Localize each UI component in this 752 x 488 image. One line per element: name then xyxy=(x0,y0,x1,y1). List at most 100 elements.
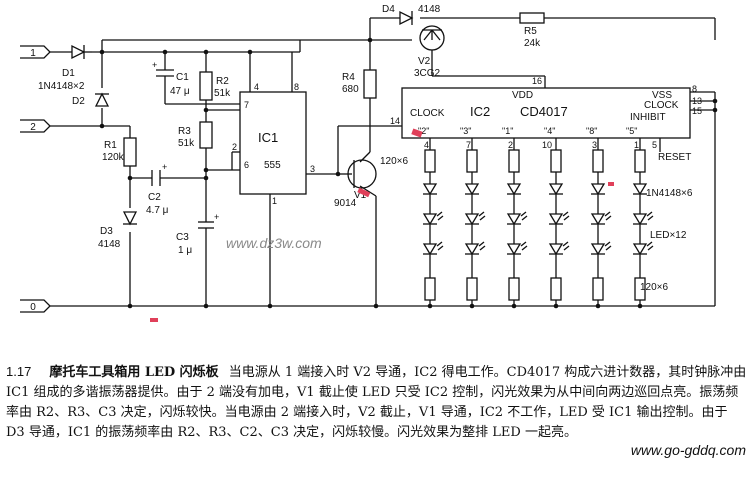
ic2-vss: VSS xyxy=(652,90,672,101)
series-diode xyxy=(506,183,522,196)
ic2-name: IC2 xyxy=(470,104,490,119)
resistor-r4 xyxy=(363,69,377,99)
d4-label: D4 xyxy=(382,4,395,15)
r4-label: R4 xyxy=(342,72,355,83)
ic2-out-3: "4" xyxy=(544,126,555,136)
led-resistor-bottom xyxy=(550,277,562,301)
ic2-pin-out-4: 3 xyxy=(592,140,597,150)
led-resistor-top xyxy=(508,149,520,173)
circuit-schematic: 1 2 0 xyxy=(20,4,718,322)
ic2-reset: RESET xyxy=(658,152,691,163)
ic2-pin-out-2: 2 xyxy=(508,140,513,150)
ic2-pin-reset: 5 xyxy=(652,140,657,150)
ic2-vdd: VDD xyxy=(512,90,533,101)
ic2-pin-vdd: 16 xyxy=(532,76,542,86)
junction-dot xyxy=(595,303,601,309)
r5-label: R5 xyxy=(524,26,537,37)
r-led-top-label: 120×6 xyxy=(380,156,409,167)
d-led-label: 1N4148×6 xyxy=(646,188,693,199)
ic1-555: IC1 555 4 8 7 2 6 3 1 xyxy=(232,82,315,206)
svg-text:+: + xyxy=(214,212,219,222)
ic1-type: 555 xyxy=(264,160,281,171)
c1-value: 47 μ xyxy=(170,86,190,97)
diode-d1 xyxy=(71,44,92,60)
led-resistor-bottom xyxy=(466,277,478,301)
resistor-r3 xyxy=(199,121,213,149)
r2-label: R2 xyxy=(216,76,229,87)
ic2-out-1: "3" xyxy=(460,126,471,136)
led xyxy=(506,243,522,256)
ic2-pin-out-3: 10 xyxy=(542,140,552,150)
led xyxy=(548,243,564,256)
red-marks xyxy=(150,128,614,322)
led xyxy=(464,243,480,256)
ic2-pin-13: 13 xyxy=(692,96,702,106)
v1-value: 9014 xyxy=(334,198,357,209)
v1-label: V1 xyxy=(354,190,367,201)
ic1-pin-8: 8 xyxy=(294,82,299,92)
resistor-r5 xyxy=(519,12,545,24)
led xyxy=(506,213,522,226)
led xyxy=(590,243,606,256)
diode-d3 xyxy=(122,211,138,226)
ic2-clock-label: CLOCK xyxy=(410,108,445,119)
resistor-r2 xyxy=(199,71,213,101)
caption-title: 摩托车工具箱用 LED 闪烁板 xyxy=(49,365,219,380)
ic2-clock-right: CLOCK xyxy=(644,100,679,111)
ic1-pin-2: 2 xyxy=(232,142,237,152)
r2-value: 51k xyxy=(214,88,231,99)
led-resistor-bottom xyxy=(592,277,604,301)
caption-text: 当电源从 1 端接入时 V2 导通，IC2 得电工作。CD4017 构成六进计数… xyxy=(6,365,747,440)
led-columns xyxy=(422,138,654,309)
terminal-1-label: 1 xyxy=(30,48,36,59)
junction-dot xyxy=(427,303,433,309)
led xyxy=(548,213,564,226)
ic2-cd4017: VDD 16 CLOCK IC2 CD4017 VSS CLOCK INHIBI… xyxy=(390,76,702,163)
c2-label: C2 xyxy=(148,192,161,203)
footer-watermark: www.go-gddq.com xyxy=(630,442,746,458)
caption-number: 1.17 xyxy=(6,364,32,379)
v2-value: 3CG2 xyxy=(414,68,441,79)
ic1-pin-7: 7 xyxy=(244,100,249,110)
ic2-out-5: "5" xyxy=(626,126,637,136)
led xyxy=(632,213,648,226)
r5-value: 24k xyxy=(524,38,541,49)
svg-text:+: + xyxy=(152,60,157,70)
led xyxy=(422,213,438,226)
c1-label: C1 xyxy=(176,72,189,83)
terminal-0: 0 xyxy=(20,299,51,313)
led xyxy=(590,213,606,226)
junction-dot xyxy=(511,303,517,309)
ic1-name: IC1 xyxy=(258,130,278,145)
junction-dot xyxy=(553,303,559,309)
transistor-v1 xyxy=(347,159,377,189)
capacitor-c3: + xyxy=(198,212,219,250)
led-resistor-top xyxy=(550,149,562,173)
terminal-2: 2 xyxy=(20,119,51,133)
svg-text:+: + xyxy=(162,162,167,172)
ic1-pin-1: 1 xyxy=(272,196,277,206)
ic2-out-4: "8" xyxy=(586,126,597,136)
r1-label: R1 xyxy=(104,140,117,151)
terminal-2-label: 2 xyxy=(30,122,36,133)
terminal-0-label: 0 xyxy=(30,302,36,313)
led-resistor-bottom xyxy=(424,277,436,301)
ic2-out-2: "1" xyxy=(502,126,513,136)
led-resistor-bottom xyxy=(508,277,520,301)
series-diode xyxy=(590,183,606,196)
junction-dots xyxy=(99,37,718,309)
watermark-text: www.dz3w.com xyxy=(226,235,322,251)
ic2-pin-clk: 14 xyxy=(390,116,400,126)
ic2-pin-out-5: 1 xyxy=(634,140,639,150)
ic1-pin-6: 6 xyxy=(244,160,249,170)
ic2-out-0: "2" xyxy=(418,126,429,136)
r3-value: 51k xyxy=(178,138,195,149)
d4-value: 4148 xyxy=(418,4,441,15)
capacitor-c1: + xyxy=(152,60,174,94)
ic2-pin-out-1: 7 xyxy=(466,140,471,150)
ic1-pin-3: 3 xyxy=(310,164,315,174)
d1-value: 1N4148×2 xyxy=(38,81,85,92)
ic2-pin-15: 15 xyxy=(692,106,702,116)
d3-label: D3 xyxy=(100,226,113,237)
series-diode xyxy=(422,183,438,196)
